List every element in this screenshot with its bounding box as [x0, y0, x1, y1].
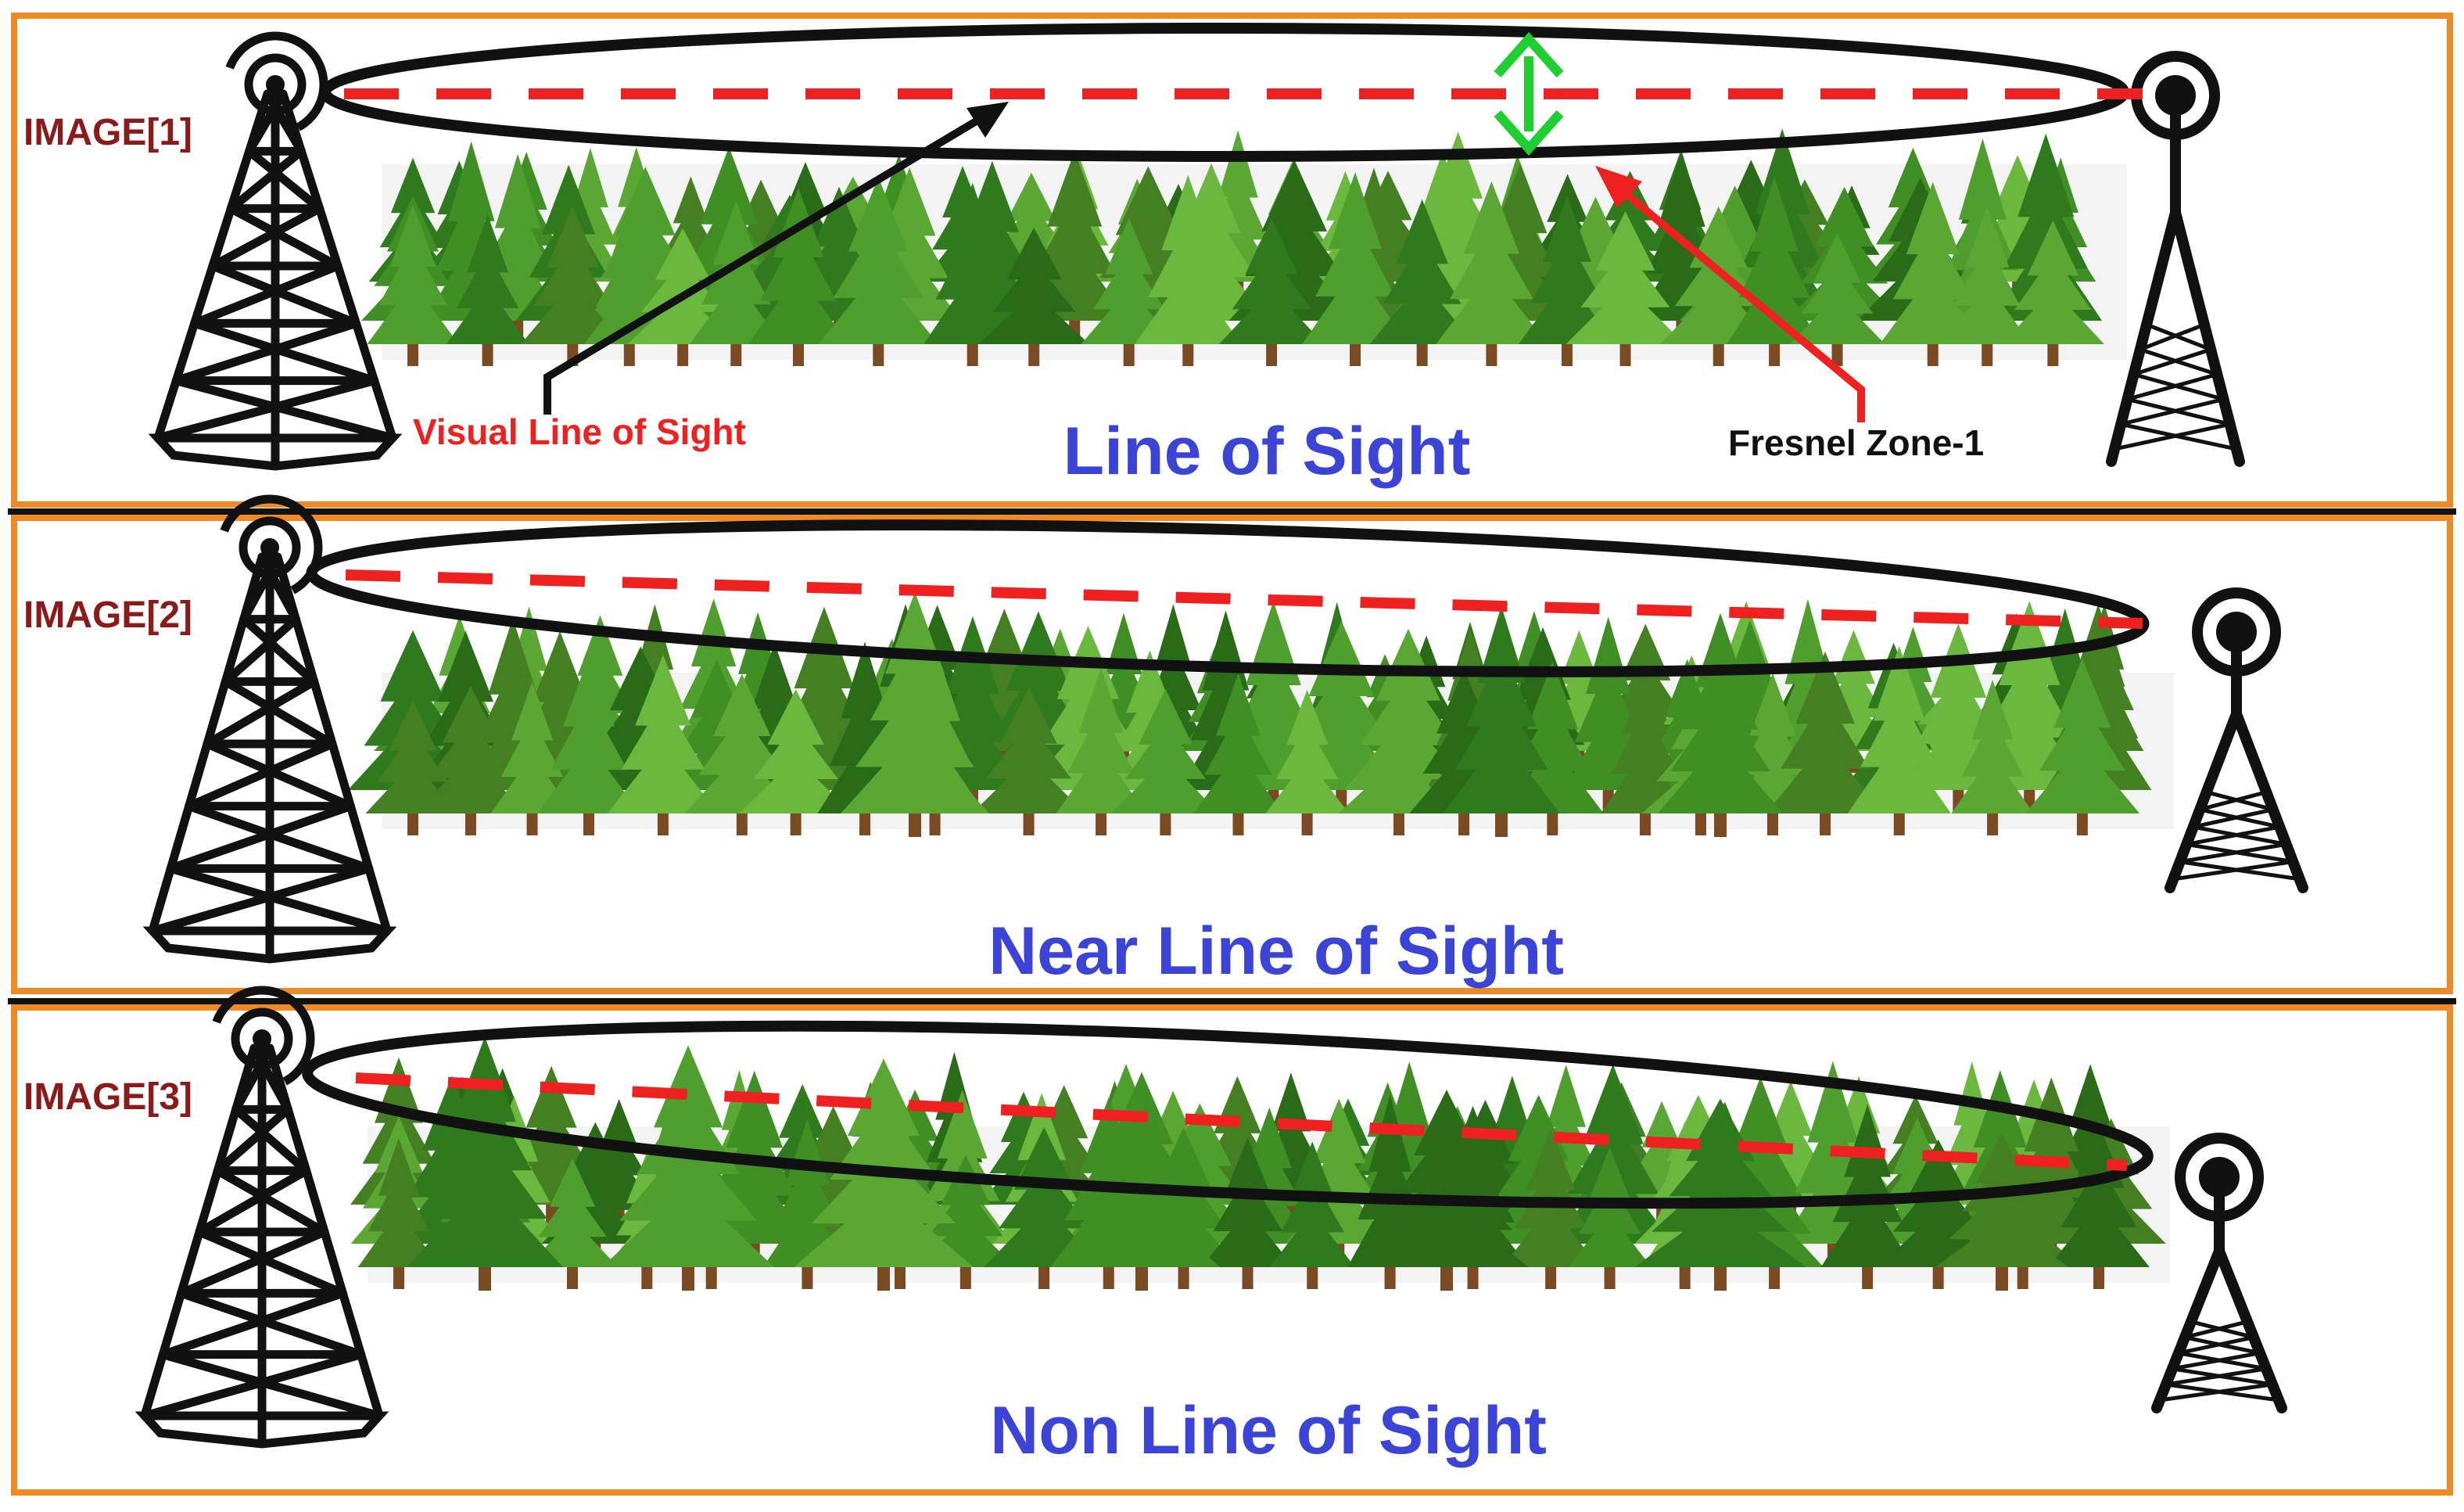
pine-tree-icon — [357, 1138, 440, 1289]
pine-tree-icon — [1269, 1141, 1355, 1289]
pine-tree-icon — [748, 187, 849, 366]
pine-tree-icon — [972, 688, 1086, 835]
fresnel-zone-arrow-icon — [1595, 166, 1865, 422]
image-label-1: IMAGE[1] — [23, 112, 192, 153]
pine-tree-icon — [1943, 205, 2032, 366]
caption-2: Near Line of Sight — [988, 914, 1564, 989]
image-label-2: IMAGE[2] — [23, 594, 192, 636]
pine-tree-icon — [1135, 174, 1242, 366]
pine-tree-icon — [1436, 181, 1548, 366]
panel-3-frame — [11, 1004, 2453, 1496]
panel-image-2: IMAGE[2] Near Line of Sight — [11, 494, 2453, 994]
caption-1: Line of Sight — [1063, 414, 1471, 489]
antenna-tower-icon — [2106, 51, 2245, 467]
pine-tree-icon — [1566, 211, 1685, 366]
pine-tree-icon — [739, 689, 853, 835]
fresnel-zone-ellipse — [302, 1020, 2154, 1209]
visual-sight-line — [345, 569, 2143, 629]
pine-tree-icon — [978, 228, 1090, 366]
caption-3: Non Line of Sight — [990, 1393, 1547, 1468]
pine-tree-icon — [537, 655, 640, 835]
pine-tree-icon — [1727, 177, 1823, 366]
pine-tree-icon — [1443, 605, 1560, 837]
pine-tree-icon — [818, 177, 938, 366]
lattice-tower-icon — [142, 494, 397, 964]
visual-sight-line — [355, 1072, 2128, 1171]
pine-tree-icon — [1847, 645, 1951, 835]
pine-tree-icon — [1111, 688, 1220, 835]
pine-tree-icon — [1951, 680, 2034, 835]
antenna-tower-icon — [2165, 587, 2308, 893]
pine-tree-icon — [414, 685, 528, 835]
pine-tree-icon — [794, 1058, 974, 1291]
image-label-3: IMAGE[3] — [23, 1076, 192, 1118]
pine-tree-icon — [446, 214, 529, 366]
pine-tree-icon — [2025, 659, 2140, 835]
panel-1-frame — [11, 13, 2453, 508]
clearance-double-arrow-icon — [1494, 31, 1564, 156]
pine-tree-icon — [367, 204, 459, 366]
panel-2-frame — [11, 515, 2453, 994]
forest-1 — [361, 128, 2127, 366]
pine-tree-icon — [690, 200, 783, 366]
panel-image-1: IMAGE[1] Visual Line of Sight Fresnel Zo… — [11, 13, 2453, 508]
pine-tree-icon — [1302, 172, 1408, 366]
pine-tree-icon — [1056, 668, 1146, 835]
forest-3 — [350, 1036, 2170, 1291]
lattice-tower-icon — [148, 31, 403, 471]
pine-tree-icon — [2001, 220, 2104, 366]
pine-tree-icon — [1201, 1137, 1294, 1289]
visual-line-of-sight-label: Visual Line of Sight — [413, 411, 746, 452]
antenna-tower-icon — [2151, 1133, 2287, 1413]
pine-tree-icon — [1789, 233, 1885, 366]
pine-tree-icon — [1265, 689, 1349, 835]
visual-line-arrow-icon — [543, 102, 1009, 415]
pine-tree-icon — [1766, 652, 1885, 835]
lattice-tower-icon — [134, 986, 389, 1449]
fresnel-zone-label: Fresnel Zone-1 — [1728, 422, 1984, 463]
pine-tree-icon — [1193, 673, 1283, 835]
pine-tree-icon — [923, 182, 1022, 366]
forest-2 — [347, 591, 2174, 837]
pine-tree-icon — [1218, 217, 1325, 366]
fresnel-zone-ellipse — [306, 519, 2150, 677]
panel-image-3: IMAGE[3] Non Line of Sight — [11, 986, 2453, 1496]
pine-tree-icon — [607, 655, 719, 835]
